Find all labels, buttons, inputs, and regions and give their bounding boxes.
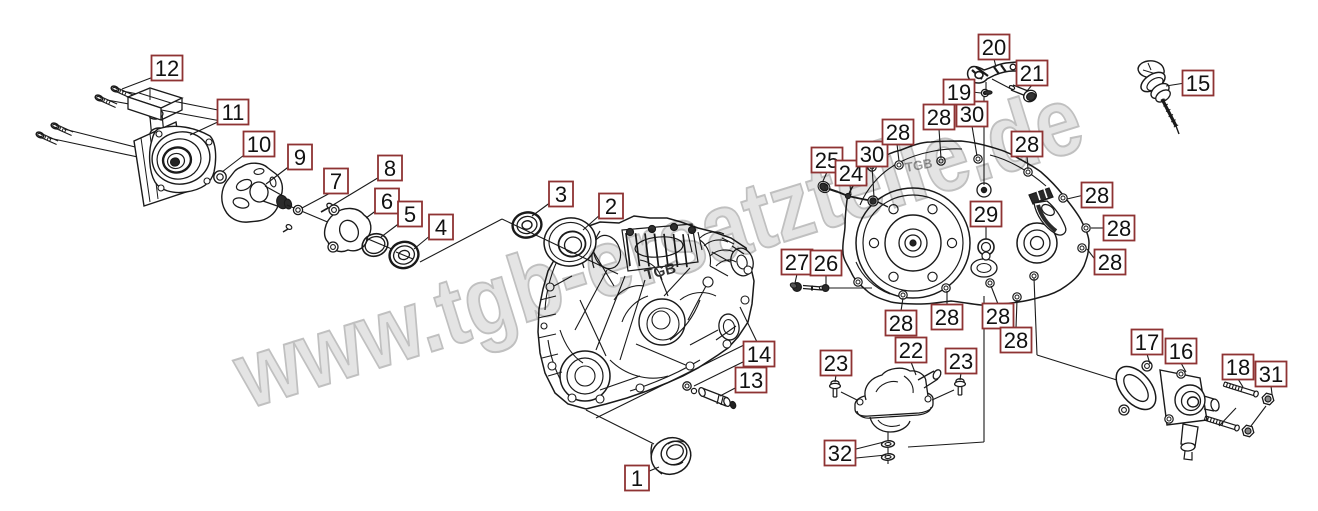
svg-text:5: 5 [404, 202, 416, 227]
svg-text:28: 28 [886, 120, 910, 145]
svg-text:1: 1 [631, 466, 643, 491]
svg-text:7: 7 [330, 169, 342, 194]
svg-text:23: 23 [949, 349, 973, 374]
svg-text:30: 30 [960, 102, 984, 127]
svg-text:13: 13 [739, 368, 763, 393]
svg-text:14: 14 [747, 342, 771, 367]
svg-text:28: 28 [889, 311, 913, 336]
svg-text:23: 23 [824, 351, 848, 376]
svg-text:28: 28 [1098, 250, 1122, 275]
svg-text:16: 16 [1169, 339, 1193, 364]
svg-text:28: 28 [1015, 132, 1039, 157]
svg-text:26: 26 [814, 251, 838, 276]
svg-text:11: 11 [222, 100, 245, 125]
svg-text:20: 20 [982, 35, 1006, 60]
svg-text:9: 9 [294, 145, 306, 170]
svg-text:10: 10 [247, 132, 271, 157]
svg-text:6: 6 [381, 189, 393, 214]
svg-text:30: 30 [860, 142, 884, 167]
svg-text:3: 3 [555, 182, 567, 207]
svg-text:12: 12 [155, 56, 179, 81]
svg-text:17: 17 [1135, 330, 1159, 355]
svg-text:TGB: TGB [904, 155, 934, 175]
svg-text:29: 29 [974, 202, 998, 227]
svg-text:4: 4 [435, 215, 447, 240]
svg-text:28: 28 [1085, 183, 1109, 208]
svg-text:2: 2 [605, 194, 617, 219]
svg-text:19: 19 [947, 80, 971, 105]
svg-text:28: 28 [1004, 328, 1028, 353]
svg-text:15: 15 [1186, 71, 1210, 96]
svg-text:31: 31 [1259, 362, 1283, 387]
svg-text:22: 22 [899, 338, 923, 363]
svg-text:27: 27 [785, 250, 809, 275]
svg-text:28: 28 [935, 305, 959, 330]
svg-text:28: 28 [986, 304, 1010, 329]
svg-text:32: 32 [828, 441, 852, 466]
svg-text:18: 18 [1226, 355, 1250, 380]
svg-text:28: 28 [1107, 216, 1131, 241]
svg-text:21: 21 [1020, 61, 1044, 86]
svg-text:8: 8 [384, 156, 396, 181]
svg-text:28: 28 [927, 105, 951, 130]
